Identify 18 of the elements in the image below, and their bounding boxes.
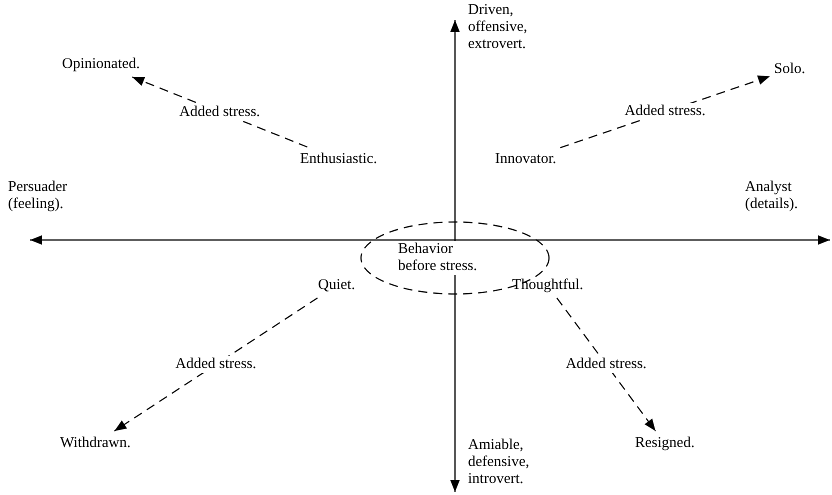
edge-label: Added stress. [564,356,648,373]
behavior-label: Thoughtful. [512,277,584,294]
behavior-label: Resigned. [635,435,695,452]
axis-label: Persuader (feeling). [8,179,68,213]
behavior-label: Solo. [774,61,806,78]
edge-label: Added stress. [624,103,706,120]
axis-label: Analyst (details). [745,179,799,213]
behavior-label: Opinionated. [62,56,140,73]
axis-label: Driven, offensive, extrovert. [468,2,528,53]
edge-label: Added stress. [174,356,258,373]
edge-label: Added stress. [178,104,262,120]
behavior-label: Quiet. [318,277,356,294]
axis-label: Amiable, defensive, introvert. [468,437,530,488]
behavior-label: Withdrawn. [60,435,131,452]
behavior-label: Enthusiastic. [300,151,378,168]
dashed-arrow [556,298,656,432]
dashed-arrow [114,298,318,432]
behavior-label: Innovator. [495,151,556,168]
